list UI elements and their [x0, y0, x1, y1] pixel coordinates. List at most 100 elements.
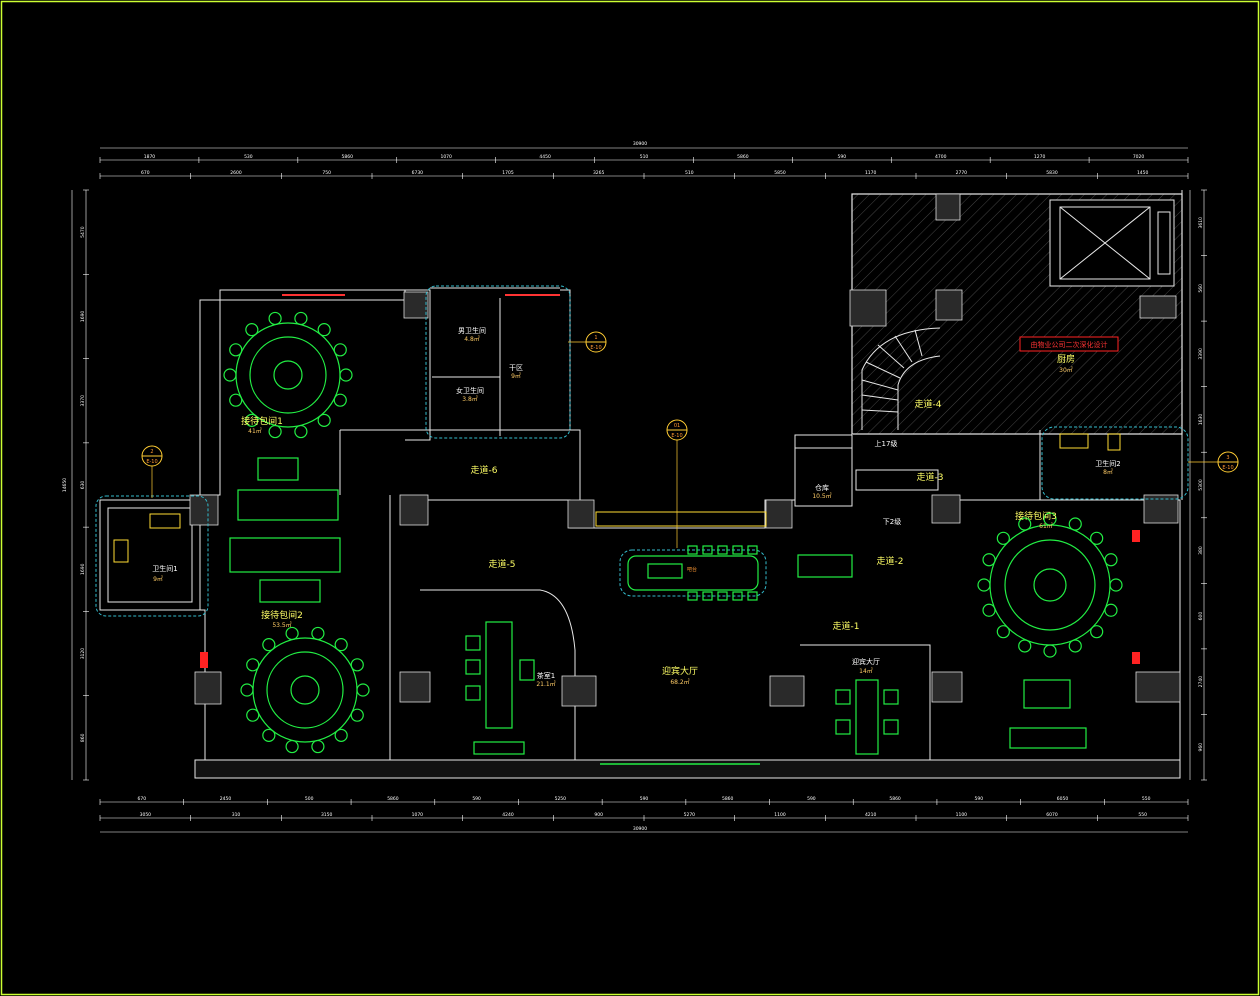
- overall-width-top: 30900: [633, 141, 647, 147]
- tea-label: 茶室1: [537, 671, 555, 680]
- chair: [268, 424, 282, 439]
- chair: [1043, 644, 1057, 658]
- vip1-label: 接待包间1: [241, 415, 283, 427]
- chair: [1090, 531, 1104, 545]
- dim-label: 630: [80, 481, 86, 490]
- wc2-label: 卫生间2: [1095, 459, 1120, 468]
- dry-area: 9㎡: [511, 372, 521, 380]
- dim-label: 550: [1142, 796, 1151, 802]
- dim-label: 4700: [935, 154, 947, 160]
- chair: [996, 625, 1010, 639]
- chair: [350, 658, 364, 672]
- hall-label: 迎宾大厅: [662, 665, 698, 677]
- dim-label: 3120: [80, 648, 86, 660]
- dim-label: 3610: [1198, 217, 1204, 229]
- wc-2: 卫生间2 8㎡: [1041, 426, 1189, 500]
- bar-stool: [732, 545, 743, 555]
- corr5-label: 走道-5: [489, 558, 516, 570]
- dim-label: 1070: [412, 812, 424, 818]
- dry-label: 干区: [509, 364, 523, 372]
- callout-2: 2 E-10: [141, 445, 163, 498]
- mwc-area: 4.8㎡: [464, 335, 480, 343]
- chair: [333, 393, 347, 407]
- dim-label: 670: [138, 796, 147, 802]
- dim-label: 1690: [80, 311, 86, 323]
- chair: [1068, 517, 1082, 531]
- dim-label: 510: [640, 154, 649, 160]
- dim-label: 5270: [684, 812, 696, 818]
- dim-label: 3265: [593, 170, 605, 176]
- dim-label: 1070: [440, 154, 452, 160]
- chair: [1043, 512, 1057, 526]
- bar-stool: [717, 545, 728, 555]
- chair: [334, 728, 348, 742]
- chair: [1109, 578, 1123, 592]
- svg-text:2: 2: [150, 449, 153, 455]
- bar-stool: [687, 545, 698, 555]
- chair: [268, 311, 282, 326]
- chair: [229, 393, 243, 407]
- bar-stool: [687, 591, 698, 601]
- dim-label: 1705: [502, 170, 514, 176]
- dim-label: 1100: [956, 812, 968, 818]
- chair: [1018, 517, 1032, 531]
- chair: [223, 368, 237, 382]
- fwc-area: 3.8㎡: [462, 395, 478, 403]
- corr2-label: 走道-2: [877, 555, 904, 567]
- wc2-area: 8㎡: [1103, 468, 1113, 476]
- vip3-area: 61㎡: [1039, 522, 1053, 530]
- hall-area: 68.2㎡: [670, 678, 689, 686]
- elevator-shaft: [1059, 206, 1151, 280]
- red-note-box: [1019, 336, 1119, 352]
- dim-label: 5860: [722, 796, 734, 802]
- chair: [311, 739, 325, 754]
- dim-label: 960: [1198, 743, 1204, 752]
- chair: [356, 683, 370, 697]
- mwc-label: 男卫生间: [458, 326, 486, 335]
- chair: [229, 343, 243, 357]
- dim-label: 590: [807, 796, 816, 802]
- taste-label: 迎宾大厅: [852, 657, 880, 666]
- chair: [245, 323, 259, 337]
- dim-label: 4240: [502, 812, 514, 818]
- chair: [1090, 625, 1104, 639]
- overall-width-bottom: 30900: [633, 826, 647, 832]
- walls: [99, 190, 1183, 779]
- bar-stool: [702, 591, 713, 601]
- dim-label: 4210: [865, 812, 877, 818]
- dim-label: 2450: [220, 796, 232, 802]
- detail-callouts: 01 E-10 1 E-10 2 E-10 3 E-10: [141, 331, 1239, 548]
- dim-label: 590: [838, 154, 847, 160]
- bar-stool: [702, 545, 713, 555]
- vip-room-2: 接待包间2 53.5㎡: [229, 537, 370, 754]
- chair: [333, 343, 347, 357]
- dim-label: 5250: [555, 796, 567, 802]
- wc1-area: 9㎡: [153, 575, 163, 583]
- callout-1: 1 E-10: [568, 331, 607, 353]
- red-note: 由物业公司二次深化设计: [1031, 340, 1108, 349]
- chair: [1068, 639, 1082, 653]
- dim-label: 6730: [412, 170, 424, 176]
- kitchen-area: 30㎡: [1059, 366, 1073, 374]
- kitchen-label: 厨房: [1057, 353, 1075, 365]
- dim-label: 1100: [774, 812, 786, 818]
- vip2-area: 53.5㎡: [272, 621, 291, 629]
- chair: [317, 413, 331, 427]
- chair: [294, 311, 308, 326]
- chair: [245, 413, 259, 427]
- dim-label: 380: [1198, 546, 1204, 555]
- chair: [317, 323, 331, 337]
- store-label: 仓库: [815, 483, 829, 492]
- dim-label: 2600: [230, 170, 242, 176]
- chair: [246, 658, 260, 672]
- dim-label: 3390: [1198, 348, 1204, 360]
- dim-label: 900: [594, 812, 603, 818]
- stairs-up-label: 上17级: [875, 439, 898, 448]
- dim-label: 3150: [321, 812, 333, 818]
- dim-label: 530: [244, 154, 253, 160]
